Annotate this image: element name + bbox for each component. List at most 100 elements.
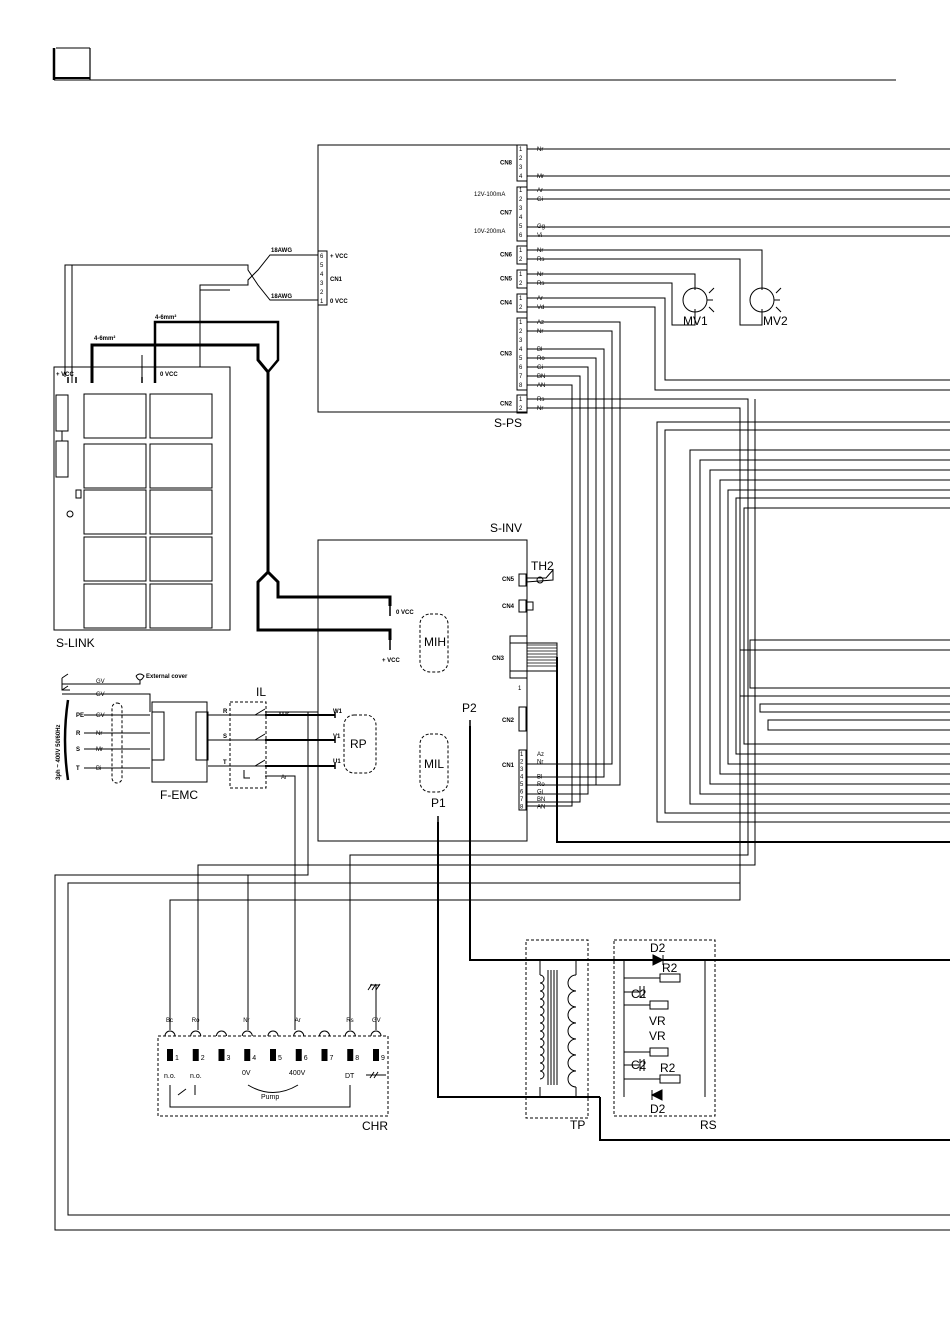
label-p1: P1 — [431, 796, 446, 810]
diagram-labels: S-PS S-INV S-LINK F-EMC IL CHR TP RS MV1… — [56, 192, 788, 1133]
supply-phase-wire: GV — [96, 713, 105, 719]
label-mm-b: 4-6mm² — [94, 335, 115, 342]
label-10v-200ma: 10V-200mA — [474, 229, 505, 235]
label-0v: 0V — [242, 1070, 251, 1077]
sps-pin-wire: Rs — [537, 257, 544, 263]
sinv-box — [317, 539, 528, 842]
chr-terminal-block — [167, 1049, 173, 1061]
sps-pin-number: 1 — [519, 320, 523, 326]
diagram-wiring — [52, 47, 950, 1231]
sps-cn1-pin: 5 — [320, 263, 324, 269]
sps-cn1-pin: 3 — [320, 281, 324, 287]
sps-group-cn2: CN2 — [500, 402, 513, 408]
sps-group-cn7: CN7 — [500, 211, 513, 217]
label-c2-bottom: C2 — [631, 1058, 647, 1072]
sps-pin-number: 1 — [519, 188, 523, 194]
sps-pin-number: 2 — [519, 257, 523, 263]
label-sinv-cn2: CN2 — [502, 718, 515, 724]
supply-phase-wire: Bi — [96, 766, 101, 772]
sps-pin-wire: Rs — [537, 281, 544, 287]
label-mm-a: 4-6mm² — [155, 314, 176, 321]
sps-pin-wire: Rs — [537, 397, 544, 403]
label-sps: S-PS — [494, 416, 522, 430]
sinv-cn1-pin-number: 2 — [520, 760, 524, 766]
label-c2-top: C2 — [631, 987, 647, 1001]
sps-pin-wire: Vd — [537, 305, 544, 311]
il-wire-bottom: Ar — [281, 775, 287, 781]
sps-pin-number: 4 — [519, 347, 523, 353]
sps-cn1-pin: 6 — [320, 254, 324, 260]
sps-pin-wire: Nr — [537, 406, 543, 412]
sps-pin-number: 1 — [519, 397, 523, 403]
chr-terminal-number: 1 — [175, 1055, 179, 1062]
label-18awg-bottom: 18AWG — [271, 294, 292, 300]
sps-group-cn4: CN4 — [500, 301, 513, 307]
sps-pin-number: 1 — [519, 296, 523, 302]
sps-pin-column — [516, 144, 528, 414]
sps-pin-wire: Gi — [537, 365, 543, 371]
label-w1: W1 — [333, 709, 343, 715]
label-th2: TH2 — [531, 559, 554, 573]
sps-pin-wire: Nr — [537, 147, 543, 153]
sps-pin-wire: Az — [537, 320, 544, 326]
label-sinv-zero-vcc: 0 VCC — [396, 610, 414, 616]
sps-pin-wire: Ar — [537, 296, 543, 302]
label-gv-top: GV — [96, 679, 105, 685]
sps-pin-wire: Bl — [537, 347, 542, 353]
label-il: IL — [256, 685, 266, 699]
supply-phase-wire: Nr — [96, 731, 102, 737]
label-supply: 3ph ~ 400V 50/60Hz — [56, 724, 62, 780]
sps-pin-wire: Ro — [537, 356, 545, 362]
chr-terminal-block — [347, 1049, 354, 1061]
sps-pin-number: 4 — [519, 174, 523, 180]
sps-pin-wire: Gg — [537, 224, 545, 230]
label-sps-cn1: CN1 — [330, 277, 343, 283]
sinv-cn1-pin-wire: Az — [537, 752, 544, 758]
label-slink: S-LINK — [56, 636, 95, 650]
sinv-cn1-pin-wire: Gi — [537, 790, 543, 796]
label-femc: F-EMC — [160, 788, 198, 802]
chr-terminal-arc — [370, 1030, 382, 1037]
sps-pin-wire: Ar — [537, 188, 543, 194]
label-18awg-top: 18AWG — [271, 248, 292, 254]
sinv-cn1-pin-wire: AN — [537, 805, 545, 811]
label-tp: TP — [570, 1118, 585, 1132]
label-mih: MIH — [424, 635, 446, 649]
chr-terminal-arc — [164, 1030, 176, 1037]
label-external-cover: External cover — [146, 674, 188, 680]
label-mv2: MV2 — [763, 314, 788, 328]
sps-pin-number: 5 — [519, 356, 523, 362]
sps-box — [317, 144, 528, 413]
label-sinv-cn5: CN5 — [502, 577, 515, 583]
supply-phase-wire: Mr — [96, 747, 103, 753]
sinv-cn1-pin-wire: Bl — [537, 775, 542, 781]
chr-terminal-arc — [344, 1030, 356, 1037]
sinv-cn1-pin-number: 7 — [520, 797, 524, 803]
chr-terminal-wire: GV — [372, 1018, 381, 1024]
label-sps-plus-vcc: + VCC — [330, 254, 349, 260]
chr-terminal-number: 2 — [201, 1055, 205, 1062]
label-no-2: n.o. — [190, 1073, 202, 1080]
sps-pin-wire: Vi — [537, 233, 542, 239]
chr-terminal-arc — [241, 1030, 253, 1037]
label-dt: DT — [345, 1073, 355, 1080]
sps-pin-number: 2 — [519, 305, 523, 311]
sinv-cn1-pin-number: 4 — [520, 775, 524, 781]
label-no-1: n.o. — [164, 1073, 176, 1080]
sps-pin-wire: Nr — [537, 248, 543, 254]
label-pump: Pump — [261, 1094, 279, 1101]
label-slink-plus-vcc: + VCC — [56, 372, 75, 378]
label-d2-bottom: D2 — [650, 1102, 666, 1116]
chr-terminal-arc — [319, 1030, 330, 1037]
chr-terminal-arc — [267, 1030, 279, 1037]
label-rs: RS — [700, 1118, 717, 1132]
sps-cn1-pin: 4 — [320, 272, 324, 278]
sps-group-cn3: CN3 — [500, 352, 513, 358]
label-p2: P2 — [462, 701, 477, 715]
chr-terminal-block — [321, 1049, 328, 1061]
